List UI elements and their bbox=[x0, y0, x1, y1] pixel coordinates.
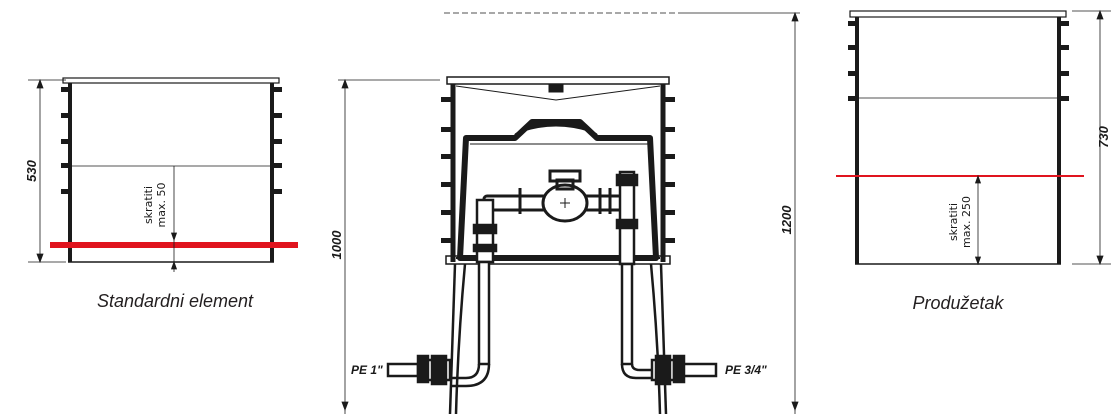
extension-cut-dimension bbox=[974, 174, 982, 266]
assembly-shaft bbox=[445, 76, 671, 265]
extension-element: 730 skratiti max. 250 Produžetak bbox=[836, 9, 1111, 313]
standard-ribs-left bbox=[61, 87, 69, 194]
pipe-right-label: PE 3/4" bbox=[725, 363, 767, 377]
valve-right bbox=[650, 354, 718, 386]
extension-note-line1: skratiti bbox=[947, 203, 960, 241]
standard-note-line2: max. 50 bbox=[155, 183, 168, 228]
standard-cut-dimension bbox=[170, 166, 178, 272]
standard-height-dimension bbox=[28, 78, 66, 264]
standard-height-label: 530 bbox=[24, 159, 39, 181]
extension-ribs-left bbox=[848, 21, 856, 101]
pipe-left-vertical bbox=[450, 198, 498, 388]
assembly-inner-dimension bbox=[338, 78, 440, 414]
assembly: 1000 1200 bbox=[329, 11, 800, 414]
assembly-ribs-left bbox=[441, 97, 453, 243]
pipe-right-vertical bbox=[615, 170, 652, 380]
standard-body bbox=[62, 77, 280, 263]
extension-body bbox=[849, 10, 1067, 265]
assembly-total-dimension bbox=[791, 11, 799, 414]
standard-note-line1: skratiti bbox=[142, 186, 155, 224]
extension-height-label: 730 bbox=[1096, 125, 1111, 147]
standard-caption: Standardni element bbox=[97, 291, 254, 311]
lower-tubes bbox=[448, 263, 668, 414]
extension-caption: Produžetak bbox=[912, 293, 1004, 313]
assembly-ribs-right bbox=[663, 97, 675, 243]
assembly-inner-height-label: 1000 bbox=[329, 230, 344, 260]
valve-left bbox=[386, 354, 452, 386]
extension-note-line2: max. 250 bbox=[960, 196, 973, 248]
water-meter bbox=[482, 169, 626, 223]
assembly-total-height-label: 1200 bbox=[779, 205, 794, 235]
standard-ribs-right bbox=[274, 87, 282, 194]
extension-height-dimension bbox=[1072, 9, 1111, 266]
pipe-left-label: PE 1" bbox=[351, 363, 383, 377]
standard-element: 530 skr bbox=[24, 77, 298, 311]
extension-ribs-right bbox=[1061, 21, 1069, 101]
